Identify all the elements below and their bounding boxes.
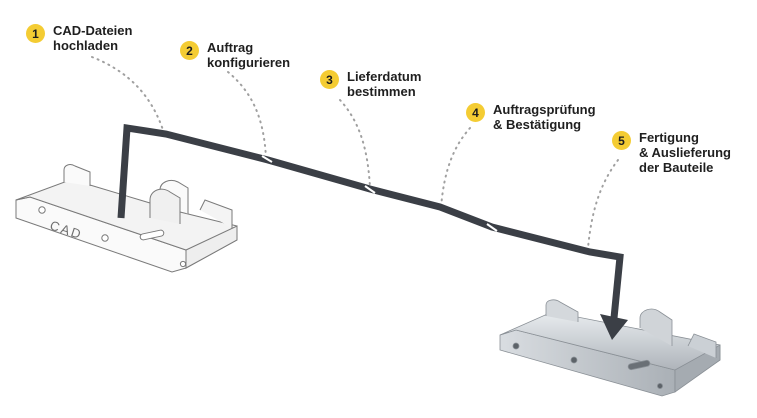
- path-arrow-head: [600, 314, 628, 340]
- step-label-line: & Bestätigung: [493, 117, 582, 132]
- step-label: Fertigung & Auslieferung der Bauteile: [639, 130, 731, 175]
- dotted-connectors: [91, 56, 619, 249]
- process-path: [117, 123, 628, 340]
- step-number-badge: 3: [320, 70, 339, 89]
- connector-2: [227, 71, 267, 159]
- step-label-line: konfigurieren: [207, 55, 291, 70]
- step-label-line: bestimmen: [347, 84, 416, 99]
- step-label: Lieferdatum bestimmen: [347, 69, 421, 99]
- step-3: 3 Lieferdatum bestimmen: [320, 69, 421, 99]
- connector-5: [587, 159, 619, 249]
- finished-metal-part: [499, 299, 721, 397]
- step-label-line: Fertigung: [639, 130, 699, 145]
- step-label-line: Lieferdatum: [347, 69, 422, 84]
- step-label-line: hochladen: [53, 38, 119, 53]
- connector-1: [91, 56, 164, 131]
- step-label-line: Auftrag: [207, 40, 254, 55]
- step-1: 1 CAD-Dateien hochladen: [26, 23, 132, 53]
- step-label-line: Auftragsprüfung: [493, 102, 596, 117]
- step-number-badge: 2: [180, 41, 199, 60]
- step-label-line: CAD-Dateien: [53, 23, 133, 38]
- step-label-line: & Auslieferung: [639, 145, 731, 160]
- connector-3: [339, 99, 371, 189]
- cad-part-wireframe: [15, 164, 238, 273]
- step-4: 4 Auftragsprüfung & Bestätigung: [466, 102, 596, 132]
- step-label: Auftrag konfigurieren: [207, 40, 290, 70]
- step-2: 2 Auftrag konfigurieren: [180, 40, 290, 70]
- step-number-badge: 1: [26, 24, 45, 43]
- step-number-badge: 4: [466, 103, 485, 122]
- step-label-line: der Bauteile: [639, 160, 714, 175]
- step-label: CAD-Dateien hochladen: [53, 23, 132, 53]
- step-5: 5 Fertigung & Auslieferung der Bauteile: [612, 130, 731, 175]
- step-label: Auftragsprüfung & Bestätigung: [493, 102, 596, 132]
- connector-4: [440, 127, 471, 209]
- step-number-badge: 5: [612, 131, 631, 150]
